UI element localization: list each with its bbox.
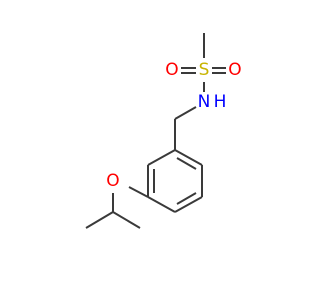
nitrogen-atom-label: N	[198, 92, 211, 112]
hydrogen-atom-label: H	[214, 92, 227, 112]
bond-ring-1	[174, 149, 203, 166]
bond-methine-methyl-right	[112, 211, 141, 229]
bond-ring-4	[147, 196, 176, 213]
oxygen-atom-label-right: O	[228, 60, 241, 80]
bond-ring-inner-2	[176, 192, 197, 205]
sulfur-atom-label: S	[199, 60, 210, 80]
bond-methine-methyl-left	[85, 211, 114, 229]
chemical-structure: S O O N H O	[85, 33, 242, 229]
oxygen-atom-label-left: O	[165, 60, 178, 80]
bond-nitrogen-methylene	[174, 106, 197, 120]
bond-ring-6	[147, 149, 176, 166]
ether-oxygen-atom-label: O	[106, 171, 119, 191]
bond-ring-ether-oxygen	[128, 186, 149, 198]
bond-ring-inner-1	[176, 157, 197, 170]
bond-ring-3	[174, 196, 203, 213]
